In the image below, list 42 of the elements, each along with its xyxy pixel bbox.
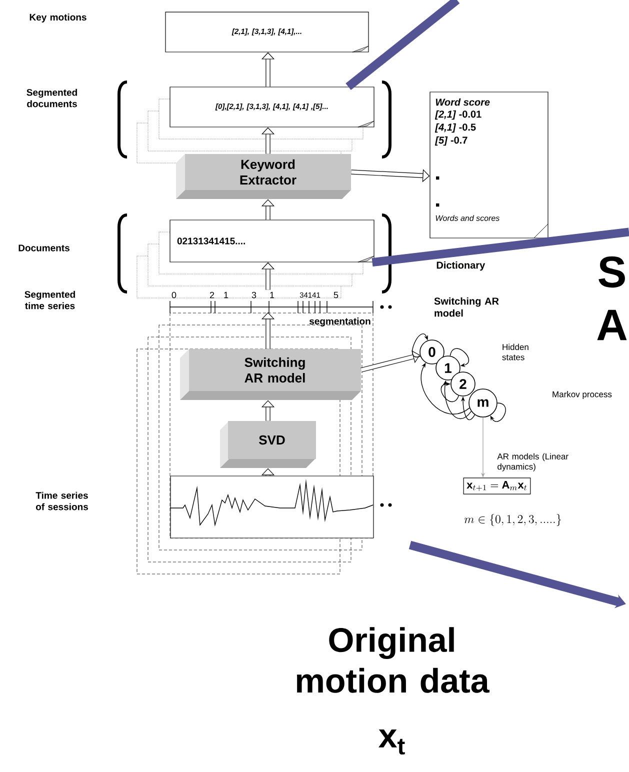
side-label: Documents: [18, 244, 70, 252]
document-box: 02131341415....: [170, 220, 374, 262]
score-entry: [2,1] -0.01: [434, 110, 482, 120]
tick-label: 1: [270, 292, 274, 298]
arrow: [360, 350, 420, 372]
axis-label: segmentation: [309, 318, 370, 326]
large-letter: A: [597, 310, 627, 340]
arrow: [450, 348, 470, 367]
waveform-plot: [170, 476, 374, 538]
arrow: [490, 402, 506, 422]
tick-label: 5: [334, 292, 338, 298]
large-letter: S: [598, 256, 625, 288]
block-box: Keyword Extractor: [176, 154, 351, 199]
tick-label: 3: [252, 292, 256, 298]
edge-label: AR models (Linear dynamics): [497, 453, 568, 472]
zoom-line: [372, 228, 629, 267]
caption-text: Dictionary: [436, 261, 486, 271]
formula-text: $m \in \{0,1,2,3,.....\}$: [464, 514, 562, 526]
title-text: Original motion data: [296, 627, 490, 693]
timeline-axis: [170, 300, 374, 314]
zoom-line: [346, 0, 460, 90]
annotation-text: Markov process: [552, 391, 612, 399]
title-text: x$_{t}$: [378, 729, 405, 755]
tick-label: 1: [224, 292, 228, 298]
side-label: Time series of sessions: [36, 492, 88, 510]
side-label: Segmented documents: [26, 88, 77, 108]
diagram-heading: Switching AR model: [434, 297, 499, 317]
score-entry: [4,1] -0.5: [434, 123, 476, 133]
note-text: Words and scores: [436, 215, 500, 221]
equation-box: $\mathbf{x}_{t+1} = \mathbf{A}_{m}\mathbf{x}_{t}$: [463, 478, 531, 494]
tick-label: 2: [210, 292, 214, 298]
table-header: Word score: [436, 98, 490, 106]
block-box: SVD: [220, 421, 316, 468]
side-label: Key motions: [30, 14, 86, 22]
score-entry: [5] -0.7: [434, 136, 468, 146]
tick-label: 0: [172, 292, 176, 298]
block-box: Switching AR model: [180, 349, 361, 400]
document-box: [430, 92, 548, 238]
side-label: Segmented time series: [24, 290, 75, 310]
arrow: [412, 333, 428, 358]
annotation-text: Hidden states: [502, 344, 528, 360]
arrow: [440, 382, 460, 402]
